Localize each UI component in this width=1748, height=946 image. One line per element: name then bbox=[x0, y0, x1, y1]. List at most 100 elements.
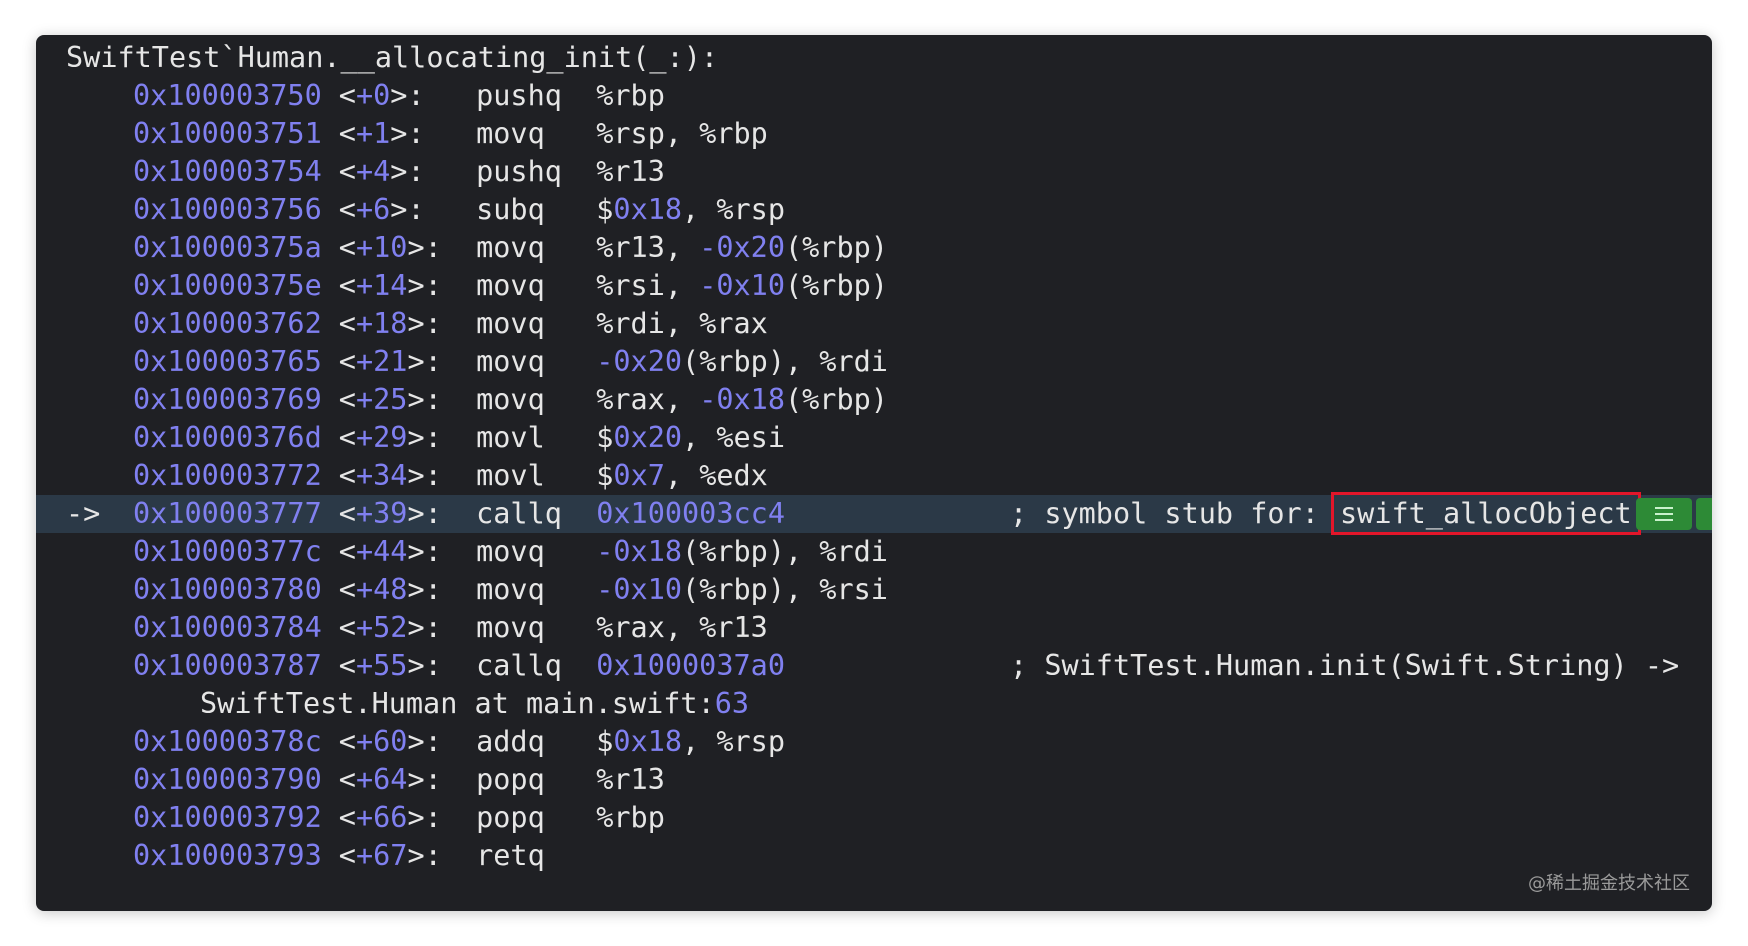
instruction-address: 0x100003754 bbox=[133, 155, 322, 188]
instruction-operands: %rax, -0x18(%rbp) bbox=[596, 383, 888, 416]
instruction-line: 0x100003780 <+48>: movq -0x10(%rbp), %rsi bbox=[36, 571, 1712, 609]
instruction-body: <+52>: movq %rax, %r13 bbox=[338, 611, 768, 644]
thread-menu-button[interactable] bbox=[1636, 498, 1692, 530]
instruction-comment: ; SwiftTest.Human.init(Swift.String) -> bbox=[1010, 647, 1679, 685]
instruction-offset: +0 bbox=[355, 79, 391, 112]
instruction-line: 0x100003772 <+34>: movl $0x7, %edx bbox=[36, 457, 1712, 495]
instruction-line: 0x10000377c<+44>: movq -0x18(%rbp), %rdi bbox=[36, 533, 1712, 571]
instruction-mnemonic: movq bbox=[476, 383, 545, 416]
instruction-offset: +14 bbox=[355, 269, 408, 302]
instruction-body: <+39>: callq 0x100003cc4 bbox=[338, 497, 785, 530]
instruction-mnemonic: movq bbox=[476, 117, 545, 150]
instruction-address: 0x10000377c bbox=[133, 535, 322, 568]
function-header-line: SwiftTest`Human.__allocating_init(_:): bbox=[36, 39, 1712, 77]
instruction-address: 0x100003790 bbox=[133, 763, 322, 796]
instruction-offset: +25 bbox=[355, 383, 408, 416]
instruction-address: 0x100003784 bbox=[133, 611, 322, 644]
hamburger-icon bbox=[1655, 507, 1673, 521]
instruction-operands: -0x18(%rbp), %rdi bbox=[596, 535, 888, 568]
instruction-operands: %r13 bbox=[596, 763, 665, 796]
instruction-address: 0x100003772 bbox=[133, 459, 322, 492]
instruction-body: <+48>: movq -0x10(%rbp), %rsi bbox=[338, 573, 888, 606]
instruction-offset: +4 bbox=[355, 155, 391, 188]
comment-continuation-line: SwiftTest.Human at main.swift:63 bbox=[36, 685, 1712, 723]
instruction-offset: +44 bbox=[355, 535, 408, 568]
instruction-line: 0x100003756<+6>: subq $0x18, %rsp bbox=[36, 191, 1712, 229]
instruction-address: 0x100003751 bbox=[133, 117, 322, 150]
instruction-address: 0x100003780 bbox=[133, 573, 322, 606]
instruction-address: 0x100003793 bbox=[133, 839, 322, 872]
instruction-offset: +21 bbox=[355, 345, 408, 378]
instruction-address: 0x10000378c bbox=[133, 725, 322, 758]
instruction-mnemonic: popq bbox=[476, 763, 545, 796]
instruction-body: <+29>: movl $0x20, %esi bbox=[338, 421, 785, 454]
instruction-address: 0x100003762 bbox=[133, 307, 322, 340]
instruction-offset: +48 bbox=[355, 573, 408, 606]
instruction-line: 0x100003751<+1>: movq %rsp, %rbp bbox=[36, 115, 1712, 153]
highlighted-symbol: swift_allocObject bbox=[1331, 492, 1641, 535]
instruction-operands: $0x20, %esi bbox=[596, 421, 785, 454]
instruction-address: 0x10000375a bbox=[133, 231, 322, 264]
instruction-mnemonic: addq bbox=[476, 725, 545, 758]
instruction-body: <+0>: pushq %rbp bbox=[338, 79, 665, 112]
instruction-operands: %rsp, %rbp bbox=[596, 117, 768, 150]
instruction-address: 0x10000375e bbox=[133, 269, 322, 302]
instruction-offset: +1 bbox=[355, 117, 391, 150]
instruction-line: 0x100003787<+55>: callq 0x1000037a0; Swi… bbox=[36, 647, 1712, 685]
comment-text: ; symbol stub for: bbox=[1010, 497, 1337, 530]
watermark: @稀土掘金技术社区 bbox=[1528, 873, 1690, 894]
instruction-offset: +67 bbox=[355, 839, 408, 872]
instruction-operands: 0x100003cc4 bbox=[596, 497, 785, 530]
instruction-operands: %rbp bbox=[596, 79, 665, 112]
instruction-body: <+34>: movl $0x7, %edx bbox=[338, 459, 768, 492]
current-pc-arrow: -> bbox=[66, 497, 101, 530]
instruction-mnemonic: movl bbox=[476, 421, 545, 454]
instruction-operands: %rax, %r13 bbox=[596, 611, 768, 644]
instruction-operands: %rbp bbox=[596, 801, 665, 834]
instruction-operands: -0x20(%rbp), %rdi bbox=[596, 345, 888, 378]
instruction-operands: %r13 bbox=[596, 155, 665, 188]
instruction-line: 0x10000375a<+10>: movq %r13, -0x20(%rbp) bbox=[36, 229, 1712, 267]
hamburger-bar bbox=[1655, 513, 1673, 515]
instruction-body: <+55>: callq 0x1000037a0 bbox=[338, 649, 785, 682]
instruction-address: 0x100003769 bbox=[133, 383, 322, 416]
instruction-mnemonic: subq bbox=[476, 193, 545, 226]
current-instruction-line: ->0x100003777<+39>: callq 0x100003cc4; s… bbox=[36, 492, 1712, 535]
instruction-mnemonic: retq bbox=[476, 839, 545, 872]
instruction-body: <+66>: popq %rbp bbox=[338, 801, 665, 834]
instruction-line: 0x100003750 <+0>: pushq %rbp bbox=[36, 77, 1712, 115]
hamburger-bar bbox=[1655, 519, 1673, 521]
instruction-offset: +66 bbox=[355, 801, 408, 834]
instruction-mnemonic: pushq bbox=[476, 155, 562, 188]
disassembly-listing: SwiftTest`Human.__allocating_init(_:): 0… bbox=[36, 39, 1712, 875]
instruction-line: 0x100003762<+18>: movq %rdi, %rax bbox=[36, 305, 1712, 343]
instruction-offset: +29 bbox=[355, 421, 408, 454]
instruction-operands: $0x18, %rsp bbox=[596, 725, 785, 758]
instruction-operands: $0x7, %edx bbox=[596, 459, 768, 492]
instruction-line: 0x100003792 <+66>: popq %rbp bbox=[36, 799, 1712, 837]
instruction-body: <+6>: subq $0x18, %rsp bbox=[338, 193, 785, 226]
instruction-offset: +10 bbox=[355, 231, 408, 264]
instruction-operands: %rsi, -0x10(%rbp) bbox=[596, 269, 888, 302]
instruction-offset: +64 bbox=[355, 763, 408, 796]
instruction-line: 0x100003769<+25>: movq %rax, -0x18(%rbp) bbox=[36, 381, 1712, 419]
instruction-body: <+60>: addq $0x18, %rsp bbox=[338, 725, 785, 758]
instruction-mnemonic: pushq bbox=[476, 79, 562, 112]
instruction-address: 0x100003792 bbox=[133, 801, 322, 834]
thread-indicator-button[interactable] bbox=[1696, 498, 1712, 530]
instruction-mnemonic: movl bbox=[476, 459, 545, 492]
instruction-offset: +55 bbox=[355, 649, 408, 682]
instruction-mnemonic: movq bbox=[476, 269, 545, 302]
instruction-offset: +60 bbox=[355, 725, 408, 758]
instruction-address: 0x100003750 bbox=[133, 79, 322, 112]
instruction-mnemonic: movq bbox=[476, 611, 545, 644]
instruction-mnemonic: popq bbox=[476, 801, 545, 834]
instruction-mnemonic: callq bbox=[476, 649, 562, 682]
instruction-line: 0x10000375e<+14>: movq %rsi, -0x10(%rbp) bbox=[36, 267, 1712, 305]
instruction-line: 0x100003765<+21>: movq -0x20(%rbp), %rdi bbox=[36, 343, 1712, 381]
instruction-operands: %r13, -0x20(%rbp) bbox=[596, 231, 888, 264]
disassembly-window: SwiftTest`Human.__allocating_init(_:): 0… bbox=[36, 35, 1712, 911]
instruction-offset: +6 bbox=[355, 193, 391, 226]
comment-text: ; SwiftTest.Human.init(Swift.String) -> bbox=[1010, 649, 1680, 682]
instruction-line: 0x100003754<+4>: pushq %r13 bbox=[36, 153, 1712, 191]
